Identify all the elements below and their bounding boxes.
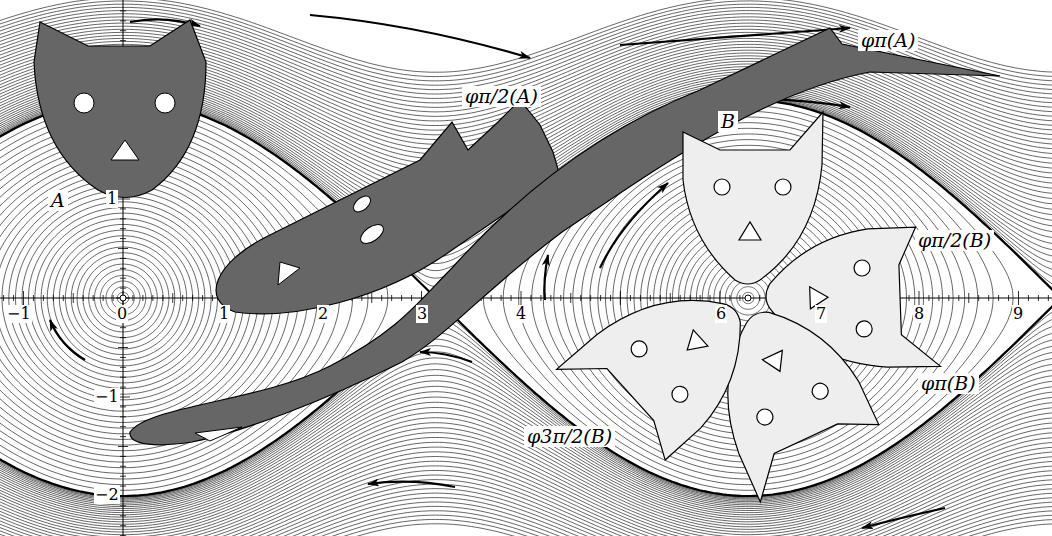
flow-image-label: φπ(B) bbox=[918, 373, 979, 394]
flow-image-label: φπ/2(A) bbox=[462, 86, 541, 107]
level-curve bbox=[95, 270, 152, 327]
axis-tick-label: 4 bbox=[515, 305, 527, 323]
axis-tick-label: 6 bbox=[715, 305, 727, 323]
cat-A-image-half bbox=[216, 100, 560, 314]
level-curve bbox=[0, 493, 1052, 536]
level-curve bbox=[0, 519, 1052, 536]
flow-image-label: φπ/2(B) bbox=[915, 230, 994, 251]
axis-tick-label: −1 bbox=[6, 305, 32, 323]
flow-image-label: φ3π/2(B) bbox=[524, 426, 615, 447]
set-label: A bbox=[48, 190, 68, 211]
axis-tick-label: 9 bbox=[1012, 305, 1024, 323]
fixed-points bbox=[120, 295, 751, 301]
axis-tick-label: 1 bbox=[106, 190, 118, 208]
axis-tick-label: 0 bbox=[116, 305, 128, 323]
level-curve bbox=[0, 511, 1052, 536]
cat-A-image-pi bbox=[130, 28, 1000, 445]
level-curve bbox=[0, 498, 1052, 536]
level-curve bbox=[0, 433, 1052, 536]
axis-tick-label: 8 bbox=[913, 305, 925, 323]
cat-A bbox=[34, 20, 206, 198]
axis-tick-label: 2 bbox=[317, 305, 329, 323]
level-curve bbox=[0, 466, 1052, 536]
level-curve bbox=[0, 524, 1052, 536]
axis-tick-label: 1 bbox=[218, 305, 230, 323]
axis-tick-label: −2 bbox=[94, 486, 120, 504]
flow-image-label: φπ(A) bbox=[858, 30, 918, 51]
level-curve bbox=[0, 515, 1052, 536]
level-curve bbox=[0, 475, 1052, 536]
level-curve bbox=[0, 502, 1052, 536]
axis-tick-label: −1 bbox=[94, 388, 120, 406]
axis-tick-label: 3 bbox=[416, 305, 428, 323]
axis-tick-label: 7 bbox=[815, 305, 827, 323]
level-curve bbox=[0, 447, 1052, 536]
set-label: B bbox=[718, 111, 738, 132]
level-curve bbox=[0, 442, 1052, 536]
level-curve bbox=[0, 489, 1052, 536]
